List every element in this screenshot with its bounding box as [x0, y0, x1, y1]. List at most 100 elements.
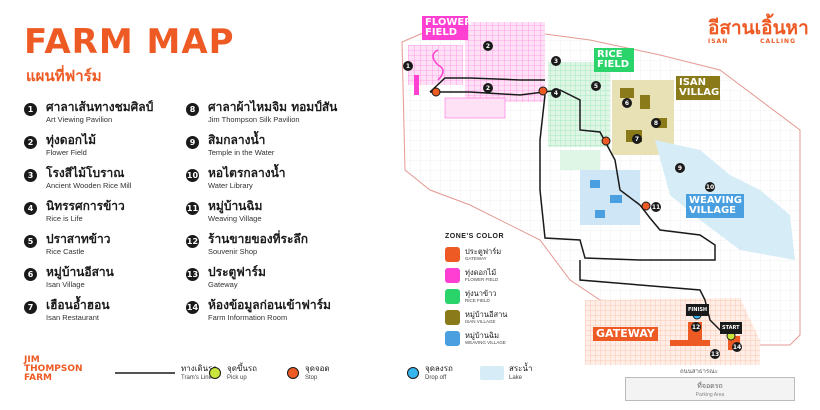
place-name-en: Isan Village	[46, 280, 85, 289]
place-name-en: Weaving Village	[208, 214, 262, 223]
zone-swatch	[445, 247, 460, 262]
marker-label: 10	[706, 184, 714, 191]
marker-label: 8	[654, 120, 658, 127]
isan-calling-sub: CALLING	[760, 38, 796, 45]
marker-1[interactable]	[403, 61, 413, 71]
marker-label: 11	[652, 204, 660, 211]
lake-swatch-icon	[480, 366, 504, 380]
rice-field-zone	[560, 150, 600, 170]
stop-dot[interactable]	[601, 136, 611, 146]
stop-dot[interactable]	[431, 87, 441, 97]
marker-label: 14	[733, 344, 741, 351]
marker-7[interactable]	[632, 134, 642, 144]
place-name-en: Flower Field	[46, 148, 87, 157]
marker-8[interactable]	[651, 118, 661, 128]
stop-dot[interactable]	[538, 86, 548, 96]
marker-13[interactable]	[710, 349, 720, 359]
marker-2a[interactable]	[483, 41, 493, 51]
marker-2b[interactable]	[483, 83, 493, 93]
marker-label: 1	[406, 63, 410, 70]
marker-14[interactable]	[732, 342, 742, 352]
place-name-en: Gateway	[208, 280, 238, 289]
place-number: 14	[186, 301, 199, 314]
marker-label: 13	[711, 351, 719, 358]
start-tag: START	[720, 322, 742, 334]
zone-label-th: หมู่บ้านฉิม	[465, 331, 500, 340]
place-name-th: ประตูฟาร์ม	[208, 265, 266, 279]
legend-label-th: จุดขึ้นรถ	[227, 364, 257, 373]
place-name-th: นิทรรศการข้าว	[46, 199, 125, 213]
rice-field-tag: RICE FIELD	[594, 48, 634, 72]
tram-line	[430, 89, 716, 261]
marker-label: 7	[635, 136, 639, 143]
place-number: 11	[186, 202, 199, 215]
zone-label-th: หมู่บ้านอีสาน	[465, 310, 508, 319]
zone-legend-title: ZONE'S COLOR	[445, 233, 504, 240]
stop-dot[interactable]	[641, 201, 651, 211]
parking-area[interactable]: ที่จอดรถ Parking Area	[625, 377, 795, 401]
zone-swatch	[445, 310, 460, 325]
marker-11[interactable]	[651, 202, 661, 212]
gateway-tag: GATEWAY	[593, 327, 658, 341]
isan-calling-main: อีสานเอิ้นหา	[708, 17, 809, 39]
marker-label: 2	[486, 85, 490, 92]
weaving-village-zone	[590, 180, 600, 188]
tram-line	[429, 77, 545, 93]
flower-field-zone	[414, 75, 419, 95]
place-name-th: เฮือนอ้ำฮอน	[46, 298, 110, 312]
zone-label-en: FLOWER FIELD	[465, 277, 499, 282]
zone-label-en: WEAVING VILLAGE	[465, 340, 506, 345]
place-number: 4	[24, 202, 37, 215]
marker-4[interactable]	[551, 88, 561, 98]
marker-label: 5	[594, 83, 598, 90]
legend-label-th: จุดลงรถ	[425, 364, 453, 373]
marker-9[interactable]	[675, 163, 685, 173]
place-name-th: ศาลาผ้าไหมจิม ทอมป์สัน	[208, 100, 338, 114]
zone-label-th: ทุ่งดอกไม้	[465, 268, 497, 277]
dropoff-dot-icon	[407, 367, 419, 379]
place-name-en: Rice Castle	[46, 247, 85, 256]
marker-3[interactable]	[551, 56, 561, 66]
place-name-en: Temple in the Water	[208, 148, 275, 157]
marker-12[interactable]	[691, 322, 701, 332]
marker-6[interactable]	[622, 98, 632, 108]
farm-map: 1 2 2 3 4 5 6 7 8 9 10 11 12 13 14	[401, 22, 801, 365]
place-number: 10	[186, 169, 199, 182]
zone-label-en: GATEWAY	[465, 256, 487, 261]
marker-10[interactable]	[705, 182, 715, 192]
marker-5[interactable]	[591, 81, 601, 91]
place-name-en: Farm Information Room	[208, 313, 288, 322]
place-name-en: Rice is Life	[46, 214, 83, 223]
place-name-th: ร้านขายของที่ระลึก	[208, 232, 309, 246]
isan-village-tag: ISAN VILLAGE	[676, 76, 726, 100]
zone-label-en: ISAN VILLAGE	[465, 319, 496, 324]
place-number: 12	[186, 235, 199, 248]
place-number: 1	[24, 103, 37, 116]
place-number: 5	[24, 235, 37, 248]
place-name-th: สิมกลางน้ำ	[208, 133, 266, 147]
isan-village-zone	[640, 95, 650, 109]
